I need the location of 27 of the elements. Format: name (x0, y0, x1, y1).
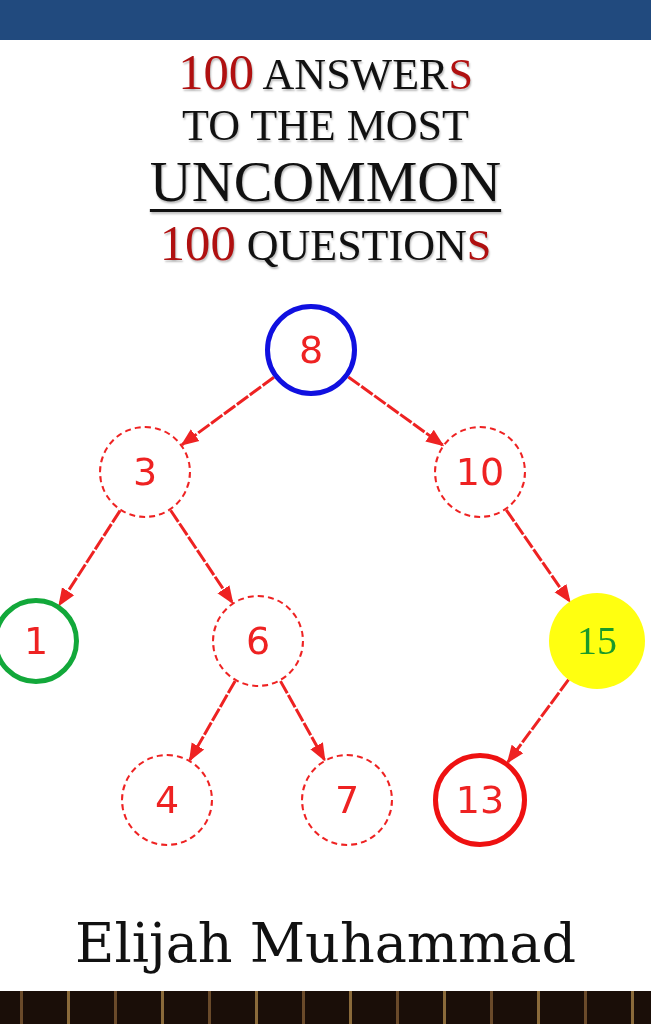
node-number: 7 (334, 781, 360, 819)
arrow (58, 509, 122, 607)
node-number: 10 (455, 453, 505, 491)
arrow (180, 376, 275, 446)
arrow (347, 375, 445, 447)
author-name: Elijah Muhammad (73, 912, 578, 977)
leaf-node-circle (433, 753, 527, 847)
arrow (169, 509, 234, 605)
arrow (188, 680, 237, 762)
arrow (506, 678, 570, 764)
tree-node-circle (434, 426, 526, 518)
node-number: 1 (23, 622, 49, 660)
root-node-circle (265, 304, 357, 396)
node-number: 15 (577, 621, 617, 661)
leaf-node-circle (121, 754, 213, 846)
book-title: 100 ANSWERS TO THE MOST UNCOMMON 100 QUESTIONS (148, 44, 503, 272)
tree-node-circle (99, 426, 191, 518)
node-number: 6 (245, 622, 271, 660)
tree-node-circle (212, 595, 304, 687)
node-number: 4 (154, 781, 180, 819)
arrow (279, 680, 326, 762)
leaf-node-circle (301, 754, 393, 846)
node-number: 8 (298, 331, 324, 369)
node-number: 3 (132, 453, 158, 491)
arrow (504, 508, 571, 603)
node-number: 13 (455, 781, 505, 819)
leaf-node-circle (0, 598, 79, 684)
